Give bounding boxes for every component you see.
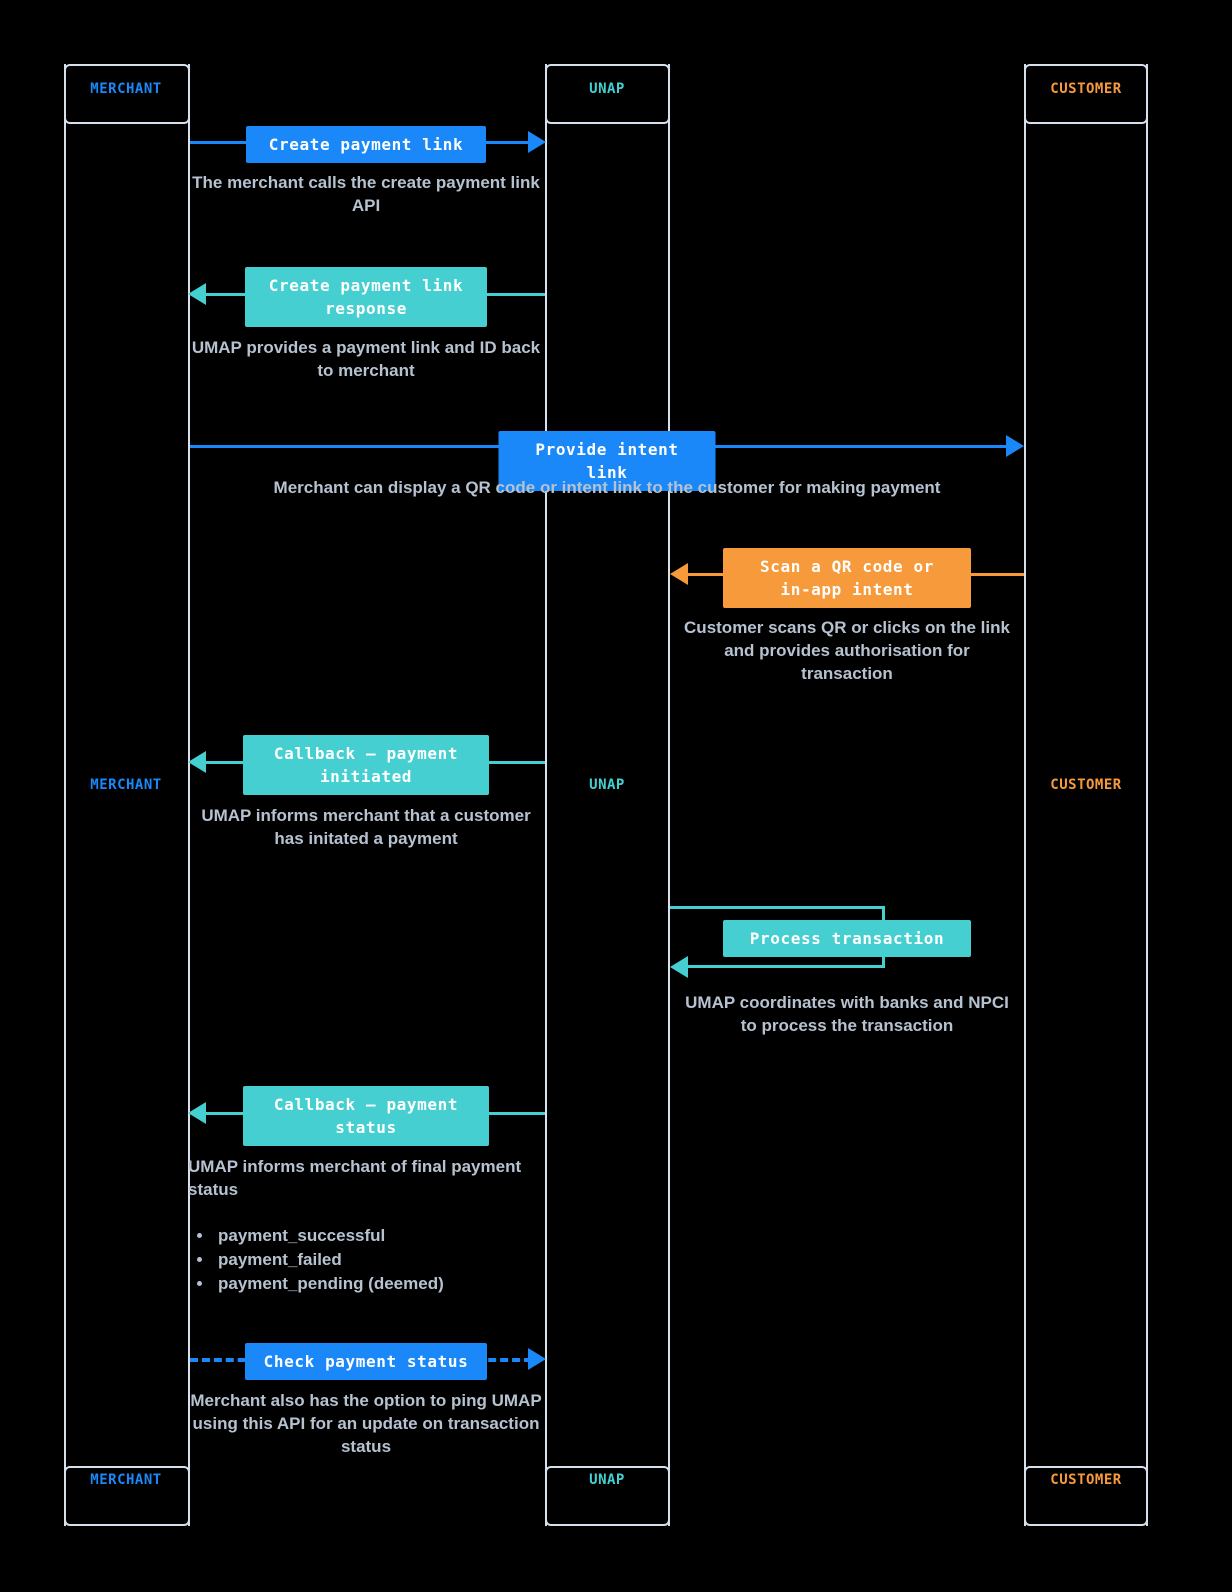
payment-status-bullet-list: payment_successful payment_failed paymen… (192, 1224, 614, 1296)
message-label-process-transaction[interactable]: Process transaction (723, 920, 971, 957)
arrow-head-provide-intent-link (1006, 435, 1024, 457)
message-note-scan-qr-code: Customer scans QR or clicks on the link … (684, 618, 1010, 683)
list-item: payment_pending (deemed) (214, 1272, 614, 1296)
list-item: payment_failed (214, 1248, 614, 1272)
lifeline-customer-right (1146, 64, 1148, 1526)
arrow-head-callback-payment-initiated (188, 751, 206, 773)
actor-box-unap-bottom (545, 1466, 670, 1526)
actor-label-unap-middle: UNAP (589, 777, 625, 793)
actor-box-merchant-bottom (64, 1466, 190, 1526)
lifeline-unap-right (668, 64, 670, 1526)
message-note-callback-payment-status: UMAP informs merchant of final payment s… (188, 1157, 522, 1199)
message-note-create-payment-link: The merchant calls the create payment li… (192, 173, 540, 215)
message-label-check-payment-status[interactable]: Check payment status (245, 1343, 487, 1380)
message-note-provide-intent-link: Merchant can display a QR code or intent… (273, 478, 941, 497)
arrow-head-process-transaction (670, 956, 688, 978)
message-label-provide-intent-link[interactable]: Provide intent link (498, 431, 716, 491)
arrow-head-callback-payment-status (188, 1102, 206, 1124)
arrow-head-scan-qr-code (670, 563, 688, 585)
actor-box-merchant-top (64, 64, 190, 124)
lifeline-merchant (188, 64, 190, 1526)
actor-label-customer-top: CUSTOMER (1050, 81, 1122, 97)
arrow-head-create-payment-link (528, 131, 546, 153)
actor-label-merchant-bottom: MERCHANT (90, 1472, 162, 1488)
arrow-head-create-payment-link-response (188, 283, 206, 305)
arrow-head-check-payment-status (528, 1348, 546, 1370)
actor-box-customer-top (1024, 64, 1148, 124)
list-item: payment_successful (214, 1224, 614, 1248)
actor-label-customer-bottom: CUSTOMER (1050, 1472, 1122, 1488)
lifeline-customer (1024, 64, 1026, 1526)
lifeline-unap-left (545, 64, 547, 1526)
actor-label-merchant-top: MERCHANT (90, 81, 162, 97)
message-label-create-payment-link[interactable]: Create payment link (246, 126, 486, 163)
self-loop-top-segment-process-transaction (670, 906, 885, 909)
message-label-callback-payment-initiated[interactable]: Callback — payment initiated (243, 735, 489, 795)
actor-label-unap-top: UNAP (589, 81, 625, 97)
actor-label-unap-bottom: UNAP (589, 1472, 625, 1488)
message-label-create-payment-link-response[interactable]: Create payment link response (245, 267, 487, 327)
actor-label-merchant-middle: MERCHANT (90, 777, 162, 793)
message-label-scan-qr-code[interactable]: Scan a QR code or in-app intent (723, 548, 971, 608)
actor-box-customer-bottom (1024, 1466, 1148, 1526)
self-loop-bottom-segment-process-transaction (688, 965, 885, 968)
lifeline-merchant-left (64, 64, 66, 1526)
actor-label-customer-middle: CUSTOMER (1050, 777, 1122, 793)
message-note-callback-payment-initiated: UMAP informs merchant that a customer ha… (201, 806, 531, 848)
message-note-process-transaction: UMAP coordinates with banks and NPCI to … (685, 993, 1009, 1035)
message-note-check-payment-status: Merchant also has the option to ping UMA… (190, 1391, 542, 1456)
actor-box-unap-top (545, 64, 670, 124)
message-note-create-payment-link-response: UMAP provides a payment link and ID back… (191, 338, 541, 380)
message-label-callback-payment-status[interactable]: Callback — payment status (243, 1086, 489, 1146)
